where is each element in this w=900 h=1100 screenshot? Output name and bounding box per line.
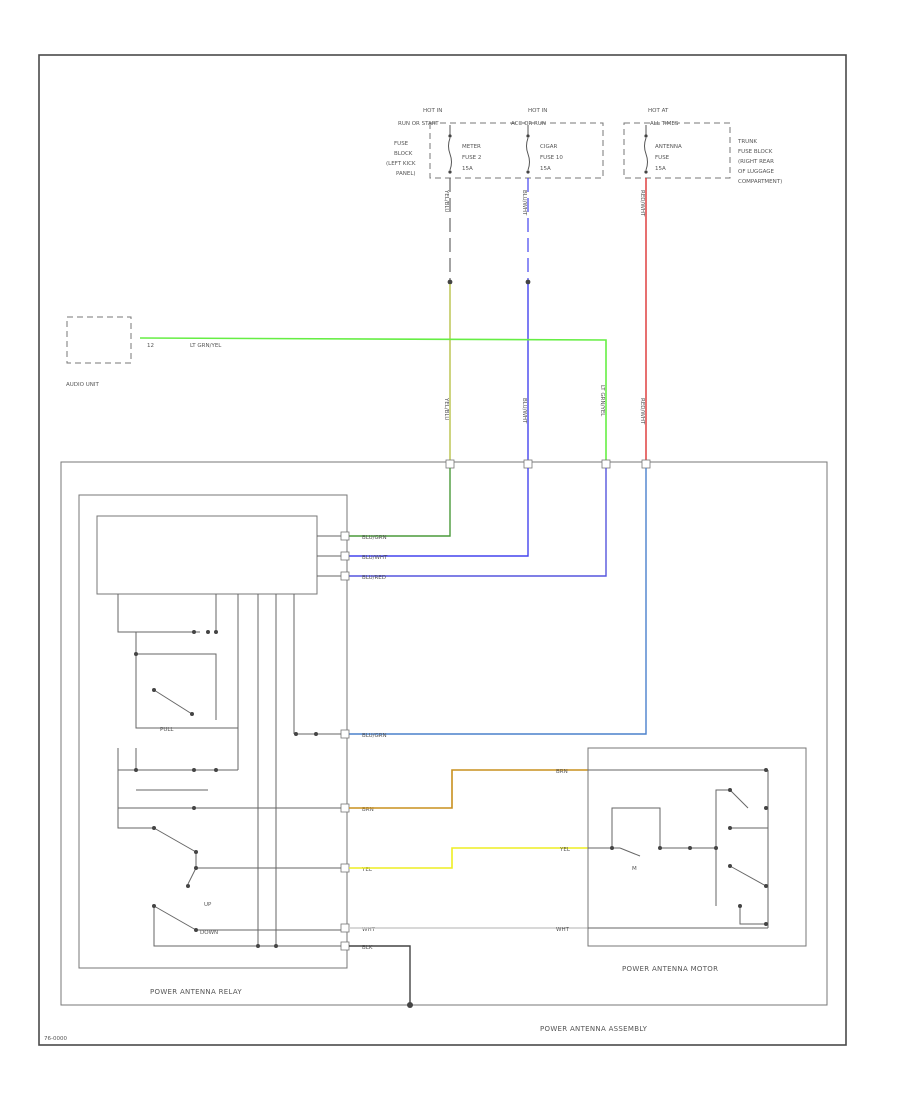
trunk-block-label-2: FUSE BLOCK xyxy=(738,149,773,155)
audio-wire-label-vertical: LT GRN/YEL xyxy=(599,385,605,417)
fuse-block-outline xyxy=(429,122,604,179)
trunk-block-label-4: OF LUGGAGE xyxy=(738,169,775,175)
antenna-fuse-number: FUSE xyxy=(655,155,670,161)
relay-yel-label: YEL xyxy=(361,867,373,873)
cigar-hot-label: HOT IN xyxy=(528,108,547,114)
antenna-feed-wire: RED/WHT RED/WHT xyxy=(639,178,647,462)
cigar-wire-label-lower: BLU/WHT xyxy=(521,398,527,424)
relay-internal-wiring xyxy=(117,594,341,947)
assembly-connector-pins xyxy=(445,459,651,469)
audio-unit-pin: 12 xyxy=(147,343,154,349)
motor-m-label: M xyxy=(632,866,637,872)
motor-wires xyxy=(349,769,588,1005)
audio-wire-label: LT GRN/YEL xyxy=(190,343,222,349)
meter-fuse-amp: 15A xyxy=(462,166,473,172)
cigar-fuse-symbol xyxy=(526,125,530,174)
relay-wire-label-4: BLU/GRN xyxy=(362,733,387,739)
cigar-fuse-number: FUSE 10 xyxy=(540,155,563,161)
relay-input-wires xyxy=(345,468,647,735)
cigar-fuse-name: CIGAR xyxy=(540,144,557,150)
antenna-fuse-name: ANTENNA xyxy=(655,144,682,150)
fuse-block-label-2: BLOCK xyxy=(394,151,413,157)
trunk-block-label-1: TRUNK xyxy=(737,139,757,145)
motor-internal-wiring xyxy=(588,769,769,929)
ground-point xyxy=(407,1002,413,1008)
fuse-block-label-4: PANEL) xyxy=(396,171,416,177)
motor-contact-dots xyxy=(610,768,768,926)
meter-hot-label: HOT IN xyxy=(423,108,442,114)
antenna-hot-condition: ALL TIMES xyxy=(650,121,679,127)
relay-pull-label: PULL xyxy=(160,727,174,733)
audio-unit-label: AUDIO UNIT xyxy=(66,382,99,388)
trunk-block-label-3: (RIGHT REAR xyxy=(738,159,774,165)
diagram-code: 76-0000 xyxy=(44,1036,67,1042)
cigar-wire-label-upper: BLU/WHT xyxy=(521,190,527,216)
trunk-fuse-block-outline xyxy=(623,122,731,179)
relay-contact-dots xyxy=(134,630,318,948)
power-antenna-motor-box xyxy=(587,747,807,947)
cigar-fuse-amp: 15A xyxy=(540,166,551,172)
relay-control-module xyxy=(96,515,318,595)
relay-blk-label: BLK xyxy=(362,945,373,951)
trunk-block-label-5: COMPARTMENT) xyxy=(738,179,782,185)
relay-wire-label-1: BLU/GRN xyxy=(362,535,387,541)
relay-wire-label-3: BLU/RED xyxy=(362,575,386,581)
meter-fuse-number: FUSE 2 xyxy=(462,155,481,161)
motor-wht-label: WHT xyxy=(556,927,570,933)
motor-brn-label: BRN xyxy=(556,769,568,775)
antenna-fuse-symbol xyxy=(644,125,648,174)
fuse-block-group: HOT IN RUN OR START HOT IN ACC OR RUN HO… xyxy=(386,108,782,185)
power-antenna-assembly-box xyxy=(60,461,828,1006)
antenna-wire-label-upper: RED/WHT xyxy=(639,190,645,217)
relay-down-label: DOWN xyxy=(200,930,218,936)
power-antenna-relay-box xyxy=(78,494,348,969)
fuse-block-label-3: (LEFT KICK xyxy=(386,161,416,167)
meter-feed-wire: YEL/BLU YEL/BLU xyxy=(443,178,453,462)
relay-brn-label: BRN xyxy=(362,807,374,813)
antenna-wire-label-lower: RED/WHT xyxy=(639,398,645,425)
meter-hot-condition: RUN OR START xyxy=(398,121,439,127)
power-antenna-relay-title: POWER ANTENNA RELAY xyxy=(150,988,242,996)
relay-up-label: UP xyxy=(204,902,212,908)
power-antenna-motor-title: POWER ANTENNA MOTOR xyxy=(622,965,718,973)
meter-fuse-name: METER xyxy=(462,144,481,150)
meter-wire-label-upper: YEL/BLU xyxy=(443,189,449,212)
antenna-fuse-amp: 15A xyxy=(655,166,666,172)
power-antenna-assembly-title: POWER ANTENNA ASSEMBLY xyxy=(540,1025,648,1033)
cigar-feed-wire: BLU/WHT BLU/WHT xyxy=(521,178,531,462)
cigar-hot-condition: ACC OR RUN xyxy=(511,121,546,127)
motor-yel-label: YEL xyxy=(559,847,571,853)
meter-fuse-symbol xyxy=(448,125,452,174)
meter-wire-label-lower: YEL/BLU xyxy=(443,397,449,420)
relay-pins xyxy=(317,531,350,951)
diagram-frame xyxy=(38,54,847,1046)
fuse-block-label-1: FUSE xyxy=(394,141,409,147)
relay-wht-label: WHT xyxy=(362,927,376,933)
audio-unit: AUDIO UNIT 12 LT GRN/YEL LT GRN/YEL xyxy=(66,316,607,462)
antenna-hot-label: HOT AT xyxy=(648,108,669,114)
relay-wire-label-2: BLU/WHT xyxy=(362,555,388,561)
